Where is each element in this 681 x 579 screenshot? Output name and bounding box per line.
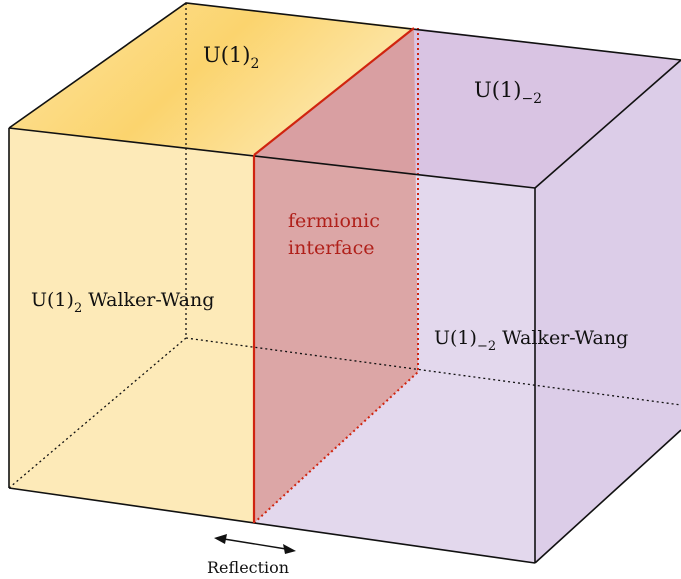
edge-right-top (534, 59, 681, 189)
interface-top-edge (253, 27, 415, 156)
purple-right-face (535, 60, 681, 563)
cube-top-outline (8, 2, 681, 129)
edge-front-bottom (8, 487, 536, 564)
label-interface-line2: interface (288, 237, 375, 259)
label-left-bulk: U(1)2 Walker-Wang (31, 289, 214, 316)
yellow-top-face (9, 3, 414, 155)
label-right-bulk: U(1)−2 Walker-Wang (434, 327, 628, 354)
fermionic-interface-plane (254, 28, 418, 523)
edge-right-bottom (534, 429, 681, 564)
hidden-edge-bottom-left (8, 337, 187, 489)
reflection-arrow (214, 534, 296, 554)
label-reflection: Reflection (207, 558, 289, 577)
yellow-front-face (9, 128, 254, 523)
label-top-left: U(1)2 (203, 43, 259, 72)
edge-front-top (8, 127, 536, 189)
label-top-right: U(1)−2 (474, 78, 542, 107)
interface-hidden-bottom (253, 371, 419, 524)
hidden-edge-bottom-back (185, 337, 681, 406)
label-interface-line1: fermionic (288, 210, 380, 232)
